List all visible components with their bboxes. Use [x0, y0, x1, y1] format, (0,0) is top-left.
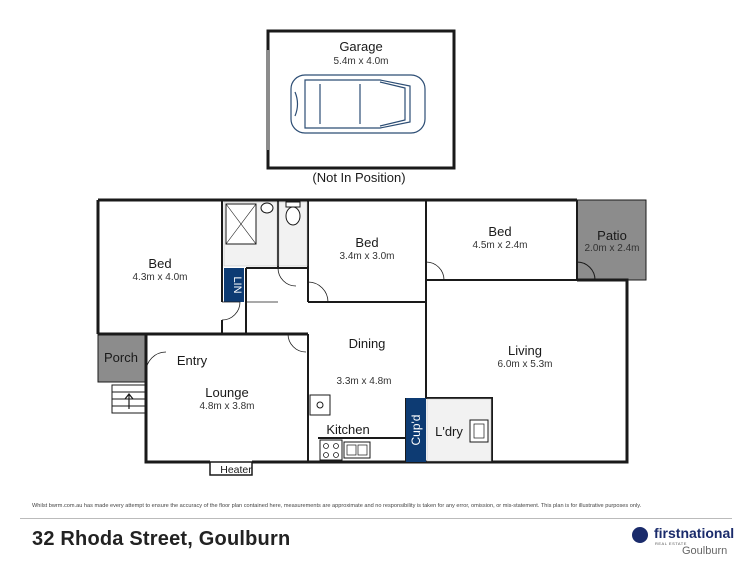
brand-tagline: REAL ESTATE [655, 541, 687, 546]
bathroom [223, 201, 308, 267]
entry-label: Entry [177, 353, 208, 368]
living-name: Living [508, 343, 542, 358]
cupd-cupboard: Cup'd [406, 398, 426, 462]
kitchen: Kitchen [309, 394, 371, 461]
bed2-name: Bed [355, 235, 378, 250]
garage: Garage 5.4m x 4.0m [266, 29, 456, 170]
porch-label: Porch [104, 350, 138, 365]
bed2-dim: 3.4m x 3.0m [339, 251, 394, 262]
house-walls [96, 198, 629, 464]
toilet-icon [285, 206, 301, 226]
sink-icon [343, 441, 371, 459]
brand-logo: firstnational REAL ESTATE Goulburn [630, 523, 740, 557]
garage-dim: 5.4m x 4.0m [333, 56, 388, 67]
linen-cupboard: LIN [224, 268, 244, 302]
ldry-label: L'dry [435, 424, 463, 439]
brand-name: firstnational [654, 525, 735, 541]
bed1-dim: 4.3m x 4.0m [132, 272, 187, 283]
porch: Porch [97, 333, 147, 414]
disclaimer: Whilst bwrm.com.au has made every attemp… [32, 503, 642, 509]
patio-dim: 2.0m x 2.4m [584, 243, 639, 254]
basin-icon [260, 202, 274, 214]
car-icon [290, 74, 426, 134]
bed3-dim: 4.5m x 2.4m [472, 240, 527, 251]
patio: Patio 2.0m x 2.4m [576, 199, 647, 281]
lounge-dim: 4.8m x 3.8m [199, 401, 254, 412]
tub-icon [469, 419, 489, 443]
kitchen-label: Kitchen [326, 422, 369, 437]
garage-name: Garage [339, 39, 382, 54]
floor-plan: Garage 5.4m x 4.0m (Not In Position) Pat… [96, 29, 647, 476]
footer-divider [20, 518, 732, 519]
heater-label: Heater [220, 464, 252, 476]
stove-icon [319, 439, 343, 461]
patio-name: Patio [597, 228, 627, 243]
bed1-name: Bed [148, 256, 171, 271]
not-in-position-label: (Not In Position) [312, 170, 405, 185]
dining-dim: 3.3m x 4.8m [336, 376, 391, 387]
dining-name: Dining [349, 336, 386, 351]
heater: Heater [209, 461, 253, 476]
door-swings [145, 261, 445, 373]
cupd-label: Cup'd [409, 415, 423, 446]
lin-label: LIN [231, 276, 243, 293]
bed3-name: Bed [488, 224, 511, 239]
lounge-name: Lounge [205, 385, 248, 400]
brand-town: Goulburn [682, 545, 728, 557]
living-dim: 6.0m x 5.3m [497, 359, 552, 370]
brand-mark-icon [632, 527, 648, 543]
property-address: 32 Rhoda Street, Goulburn [32, 528, 291, 550]
laundry: L'dry [426, 398, 492, 462]
